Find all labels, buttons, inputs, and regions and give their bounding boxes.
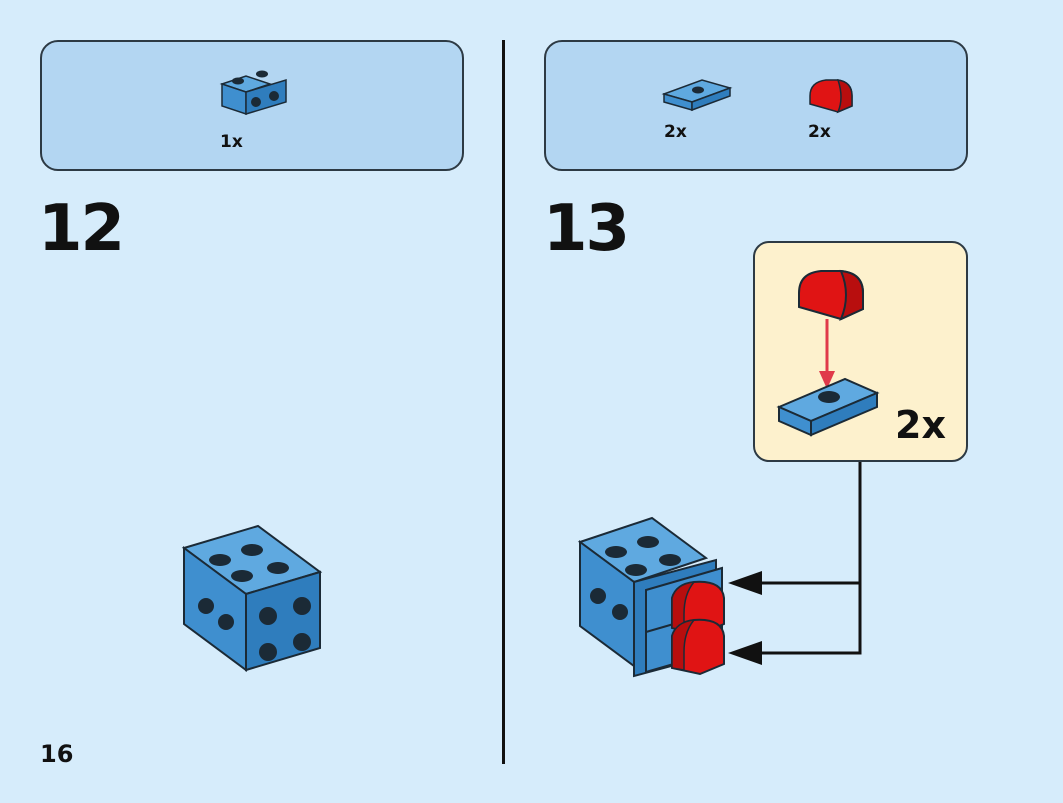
part-quantity: 1x [220,132,243,152]
step-number-13: 13 [543,192,630,266]
assembled-model-with-red-slopes-icon [577,516,725,678]
parts-list-step-12: 1x [40,40,464,171]
sub-assembly-callout: 2x [753,241,968,462]
page-divider [502,40,505,764]
callout-quantity: 2x [895,403,946,447]
parts-list-step-13: 2x 2x [544,40,968,171]
blue-1x2-jumper-plate-icon [776,377,880,437]
part-quantity: 2x [808,122,831,142]
red-curved-slope-brick-icon [798,269,864,321]
step-number-12: 12 [38,192,125,266]
page-number: 16 [40,740,74,768]
blue-2x2-bracket-brick-icon [219,70,287,116]
insert-arrow-icon [819,319,835,389]
assembled-bracket-model-icon [181,524,323,672]
blue-1x2-jumper-plate-icon [661,79,733,112]
part-quantity: 2x [664,122,687,142]
red-curved-slope-brick-icon [809,79,853,114]
